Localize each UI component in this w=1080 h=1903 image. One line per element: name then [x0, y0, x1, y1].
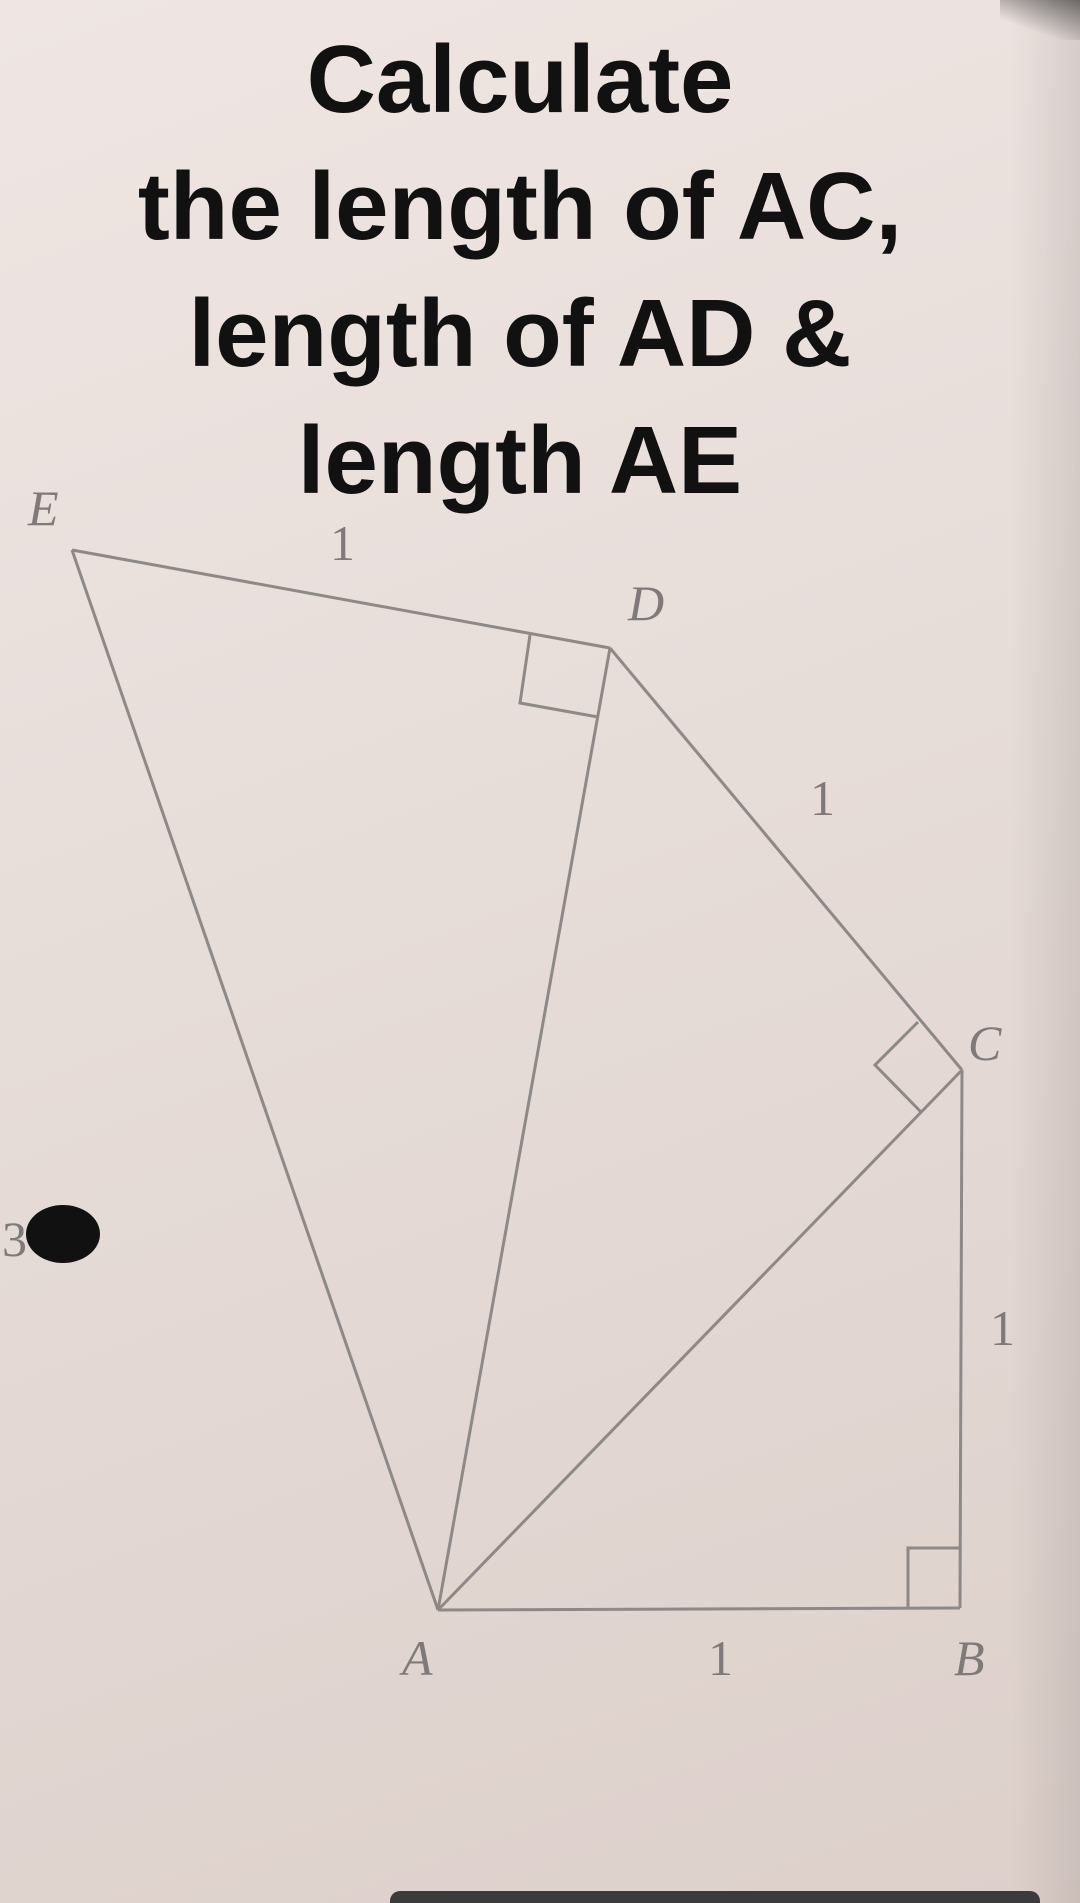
side-label-de: 1 [330, 515, 355, 571]
question-line-3: length of AD & [188, 280, 852, 387]
edge-ab [437, 1606, 961, 1612]
diagram-lines [70, 548, 964, 1612]
right-angle-marker-d [518, 634, 599, 719]
question-text: Calculate the length of AC, length of AD… [0, 16, 1040, 524]
margin-glyph: 3 [2, 1211, 27, 1267]
vertex-label-b: B [954, 1630, 985, 1686]
page-edge-shadow [1010, 0, 1080, 1903]
edge-ac [436, 1068, 964, 1612]
vertex-label-d: D [627, 575, 664, 631]
side-label-ab: 1 [708, 1630, 733, 1686]
edge-dc [608, 647, 964, 1071]
question-line-1: Calculate [306, 26, 734, 133]
page-corner-shadow [1000, 0, 1080, 40]
ink-dot [26, 1205, 100, 1263]
side-label-bc: 1 [990, 1300, 1015, 1356]
bottom-edge-bar [390, 1891, 1040, 1903]
vertex-label-c: C [968, 1015, 1002, 1071]
edge-ed [71, 548, 611, 650]
vertex-label-a: A [399, 1630, 433, 1686]
right-angle-marker-b [906, 1546, 960, 1608]
vertex-label-e: E [27, 480, 59, 536]
edge-cb [958, 1069, 964, 1609]
question-line-2: the length of AC, [137, 153, 903, 260]
right-angle-marker-c [872, 1020, 924, 1115]
side-label-cd: 1 [810, 770, 835, 826]
question-line-4: length AE [297, 407, 743, 514]
edge-ae [70, 549, 440, 1611]
edge-ad [436, 647, 612, 1611]
